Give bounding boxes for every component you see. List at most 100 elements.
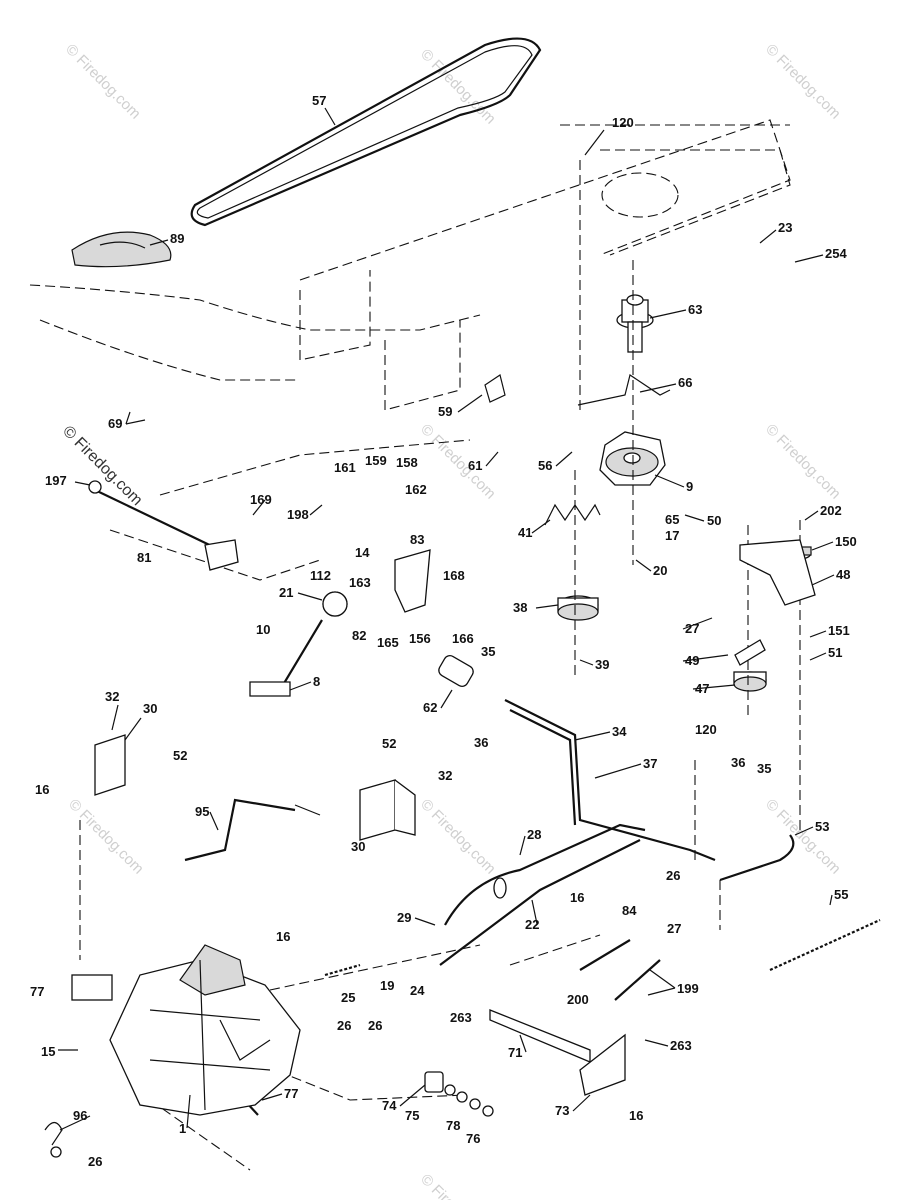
callout-1: 1 — [179, 1121, 186, 1136]
callout-10: 10 — [256, 622, 270, 637]
callout-23: 23 — [778, 220, 792, 235]
callout-197: 197 — [45, 473, 67, 488]
callout-95: 95 — [195, 804, 209, 819]
callout-81: 81 — [137, 550, 151, 565]
callout-41: 41 — [518, 525, 532, 540]
callout-112: 112 — [310, 568, 331, 583]
callout-120: 120 — [695, 722, 717, 737]
callout-161: 161 — [334, 460, 356, 475]
callout-37: 37 — [643, 756, 657, 771]
callout-158: 158 — [396, 455, 418, 470]
callout-168: 168 — [443, 568, 465, 583]
callout-83: 83 — [410, 532, 424, 547]
callout-28: 28 — [527, 827, 541, 842]
callout-150: 150 — [835, 534, 857, 549]
callout-34: 34 — [612, 724, 627, 739]
callout-198: 198 — [287, 507, 309, 522]
callout-53: 53 — [815, 819, 829, 834]
callout-26: 26 — [88, 1154, 102, 1169]
callout-74: 74 — [382, 1098, 397, 1113]
watermark: © Firedog.com — [417, 796, 499, 878]
callout-26: 26 — [666, 868, 680, 883]
callout-71: 71 — [508, 1045, 522, 1060]
callout-16: 16 — [570, 890, 584, 905]
watermark: © Firedog.com — [762, 796, 844, 878]
callout-76: 76 — [466, 1131, 480, 1146]
callout-49: 49 — [685, 653, 699, 668]
callout-165: 165 — [377, 635, 399, 650]
callout-63: 63 — [688, 302, 702, 317]
callout-199: 199 — [677, 981, 699, 996]
watermark: © Firedog.com — [762, 421, 844, 503]
callout-15: 15 — [41, 1044, 55, 1059]
callout-24: 24 — [410, 983, 425, 998]
callout-9: 9 — [686, 479, 693, 494]
callout-169: 169 — [250, 492, 272, 507]
callout-120: 120 — [612, 115, 634, 130]
callout-36: 36 — [474, 735, 488, 750]
callout-35: 35 — [481, 644, 495, 659]
transaxle — [71, 944, 301, 1116]
callout-151: 151 — [828, 623, 850, 638]
callout-200: 200 — [567, 992, 589, 1007]
drive-belt — [190, 37, 542, 227]
callout-51: 51 — [828, 645, 842, 660]
callout-159: 159 — [365, 453, 387, 468]
watermark: © Firedog.com — [762, 41, 844, 123]
callout-89: 89 — [170, 231, 184, 246]
callout-56: 56 — [538, 458, 552, 473]
callout-39: 39 — [595, 657, 609, 672]
callout-263: 263 — [450, 1010, 472, 1025]
callout-32: 32 — [105, 689, 119, 704]
callout-66: 66 — [678, 375, 692, 390]
callout-16: 16 — [35, 782, 49, 797]
callout-16: 16 — [276, 929, 290, 944]
callout-77: 77 — [30, 984, 44, 999]
callout-52: 52 — [382, 736, 396, 751]
leader-lines — [58, 107, 835, 1131]
callout-32: 32 — [438, 768, 452, 783]
callout-62: 62 — [423, 700, 437, 715]
callout-38: 38 — [513, 600, 527, 615]
callout-73: 73 — [555, 1103, 569, 1118]
watermark: © Firedog.com — [417, 421, 499, 503]
callout-30: 30 — [351, 839, 365, 854]
frame — [29, 119, 791, 581]
hardware — [44, 374, 881, 1158]
callout-36: 36 — [731, 755, 745, 770]
callout-layer: 57 120 89 23 254 63 66 69 59 61 56 9 197… — [30, 93, 857, 1169]
watermark: © Firedog.com — [62, 41, 144, 123]
callout-57: 57 — [312, 93, 326, 108]
callout-22: 22 — [525, 917, 539, 932]
callout-21: 21 — [279, 585, 293, 600]
callout-52: 52 — [173, 748, 187, 763]
watermark-dark: © Firedog.com — [59, 423, 145, 509]
callout-59: 59 — [438, 404, 452, 419]
callout-8: 8 — [313, 674, 320, 689]
callout-55: 55 — [834, 887, 848, 902]
callout-65: 65 — [665, 512, 679, 527]
callout-26: 26 — [337, 1018, 351, 1033]
callout-30: 30 — [143, 701, 157, 716]
callout-50: 50 — [707, 513, 721, 528]
callout-69: 69 — [108, 416, 122, 431]
callout-14: 14 — [355, 545, 370, 560]
callout-162: 162 — [405, 482, 427, 497]
callout-84: 84 — [622, 903, 637, 918]
callout-166: 166 — [452, 631, 474, 646]
callout-202: 202 — [820, 503, 842, 518]
callout-61: 61 — [468, 458, 482, 473]
callout-29: 29 — [397, 910, 411, 925]
callout-17: 17 — [665, 528, 679, 543]
callout-75: 75 — [405, 1108, 419, 1123]
callout-156: 156 — [409, 631, 431, 646]
callout-263: 263 — [670, 1038, 692, 1053]
watermark: © Firedog.com — [65, 796, 147, 878]
callout-27: 27 — [667, 921, 681, 936]
callout-19: 19 — [380, 978, 394, 993]
callout-20: 20 — [653, 563, 667, 578]
callout-35: 35 — [757, 761, 771, 776]
callout-25: 25 — [341, 990, 355, 1005]
callout-16: 16 — [629, 1108, 643, 1123]
